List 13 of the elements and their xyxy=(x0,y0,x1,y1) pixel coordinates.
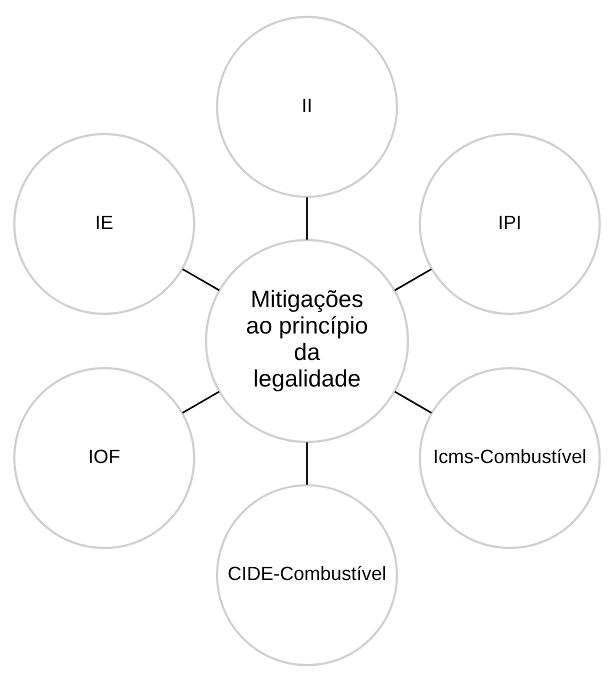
connector xyxy=(394,390,432,414)
node-circle: IE xyxy=(13,132,196,314)
node-circle: IOF xyxy=(13,366,196,549)
node-circle: Icms-Combustível xyxy=(418,366,601,549)
node-circle: IPI xyxy=(418,132,601,314)
connector xyxy=(306,442,308,484)
connector xyxy=(182,268,220,291)
node-circle: II xyxy=(216,15,398,198)
node-circle: CIDE-Combustível xyxy=(216,484,398,666)
node-circle: Mitigações ao princípio da legalidade xyxy=(204,238,410,443)
connector xyxy=(394,268,432,291)
connector xyxy=(182,390,220,414)
connector xyxy=(306,196,308,240)
